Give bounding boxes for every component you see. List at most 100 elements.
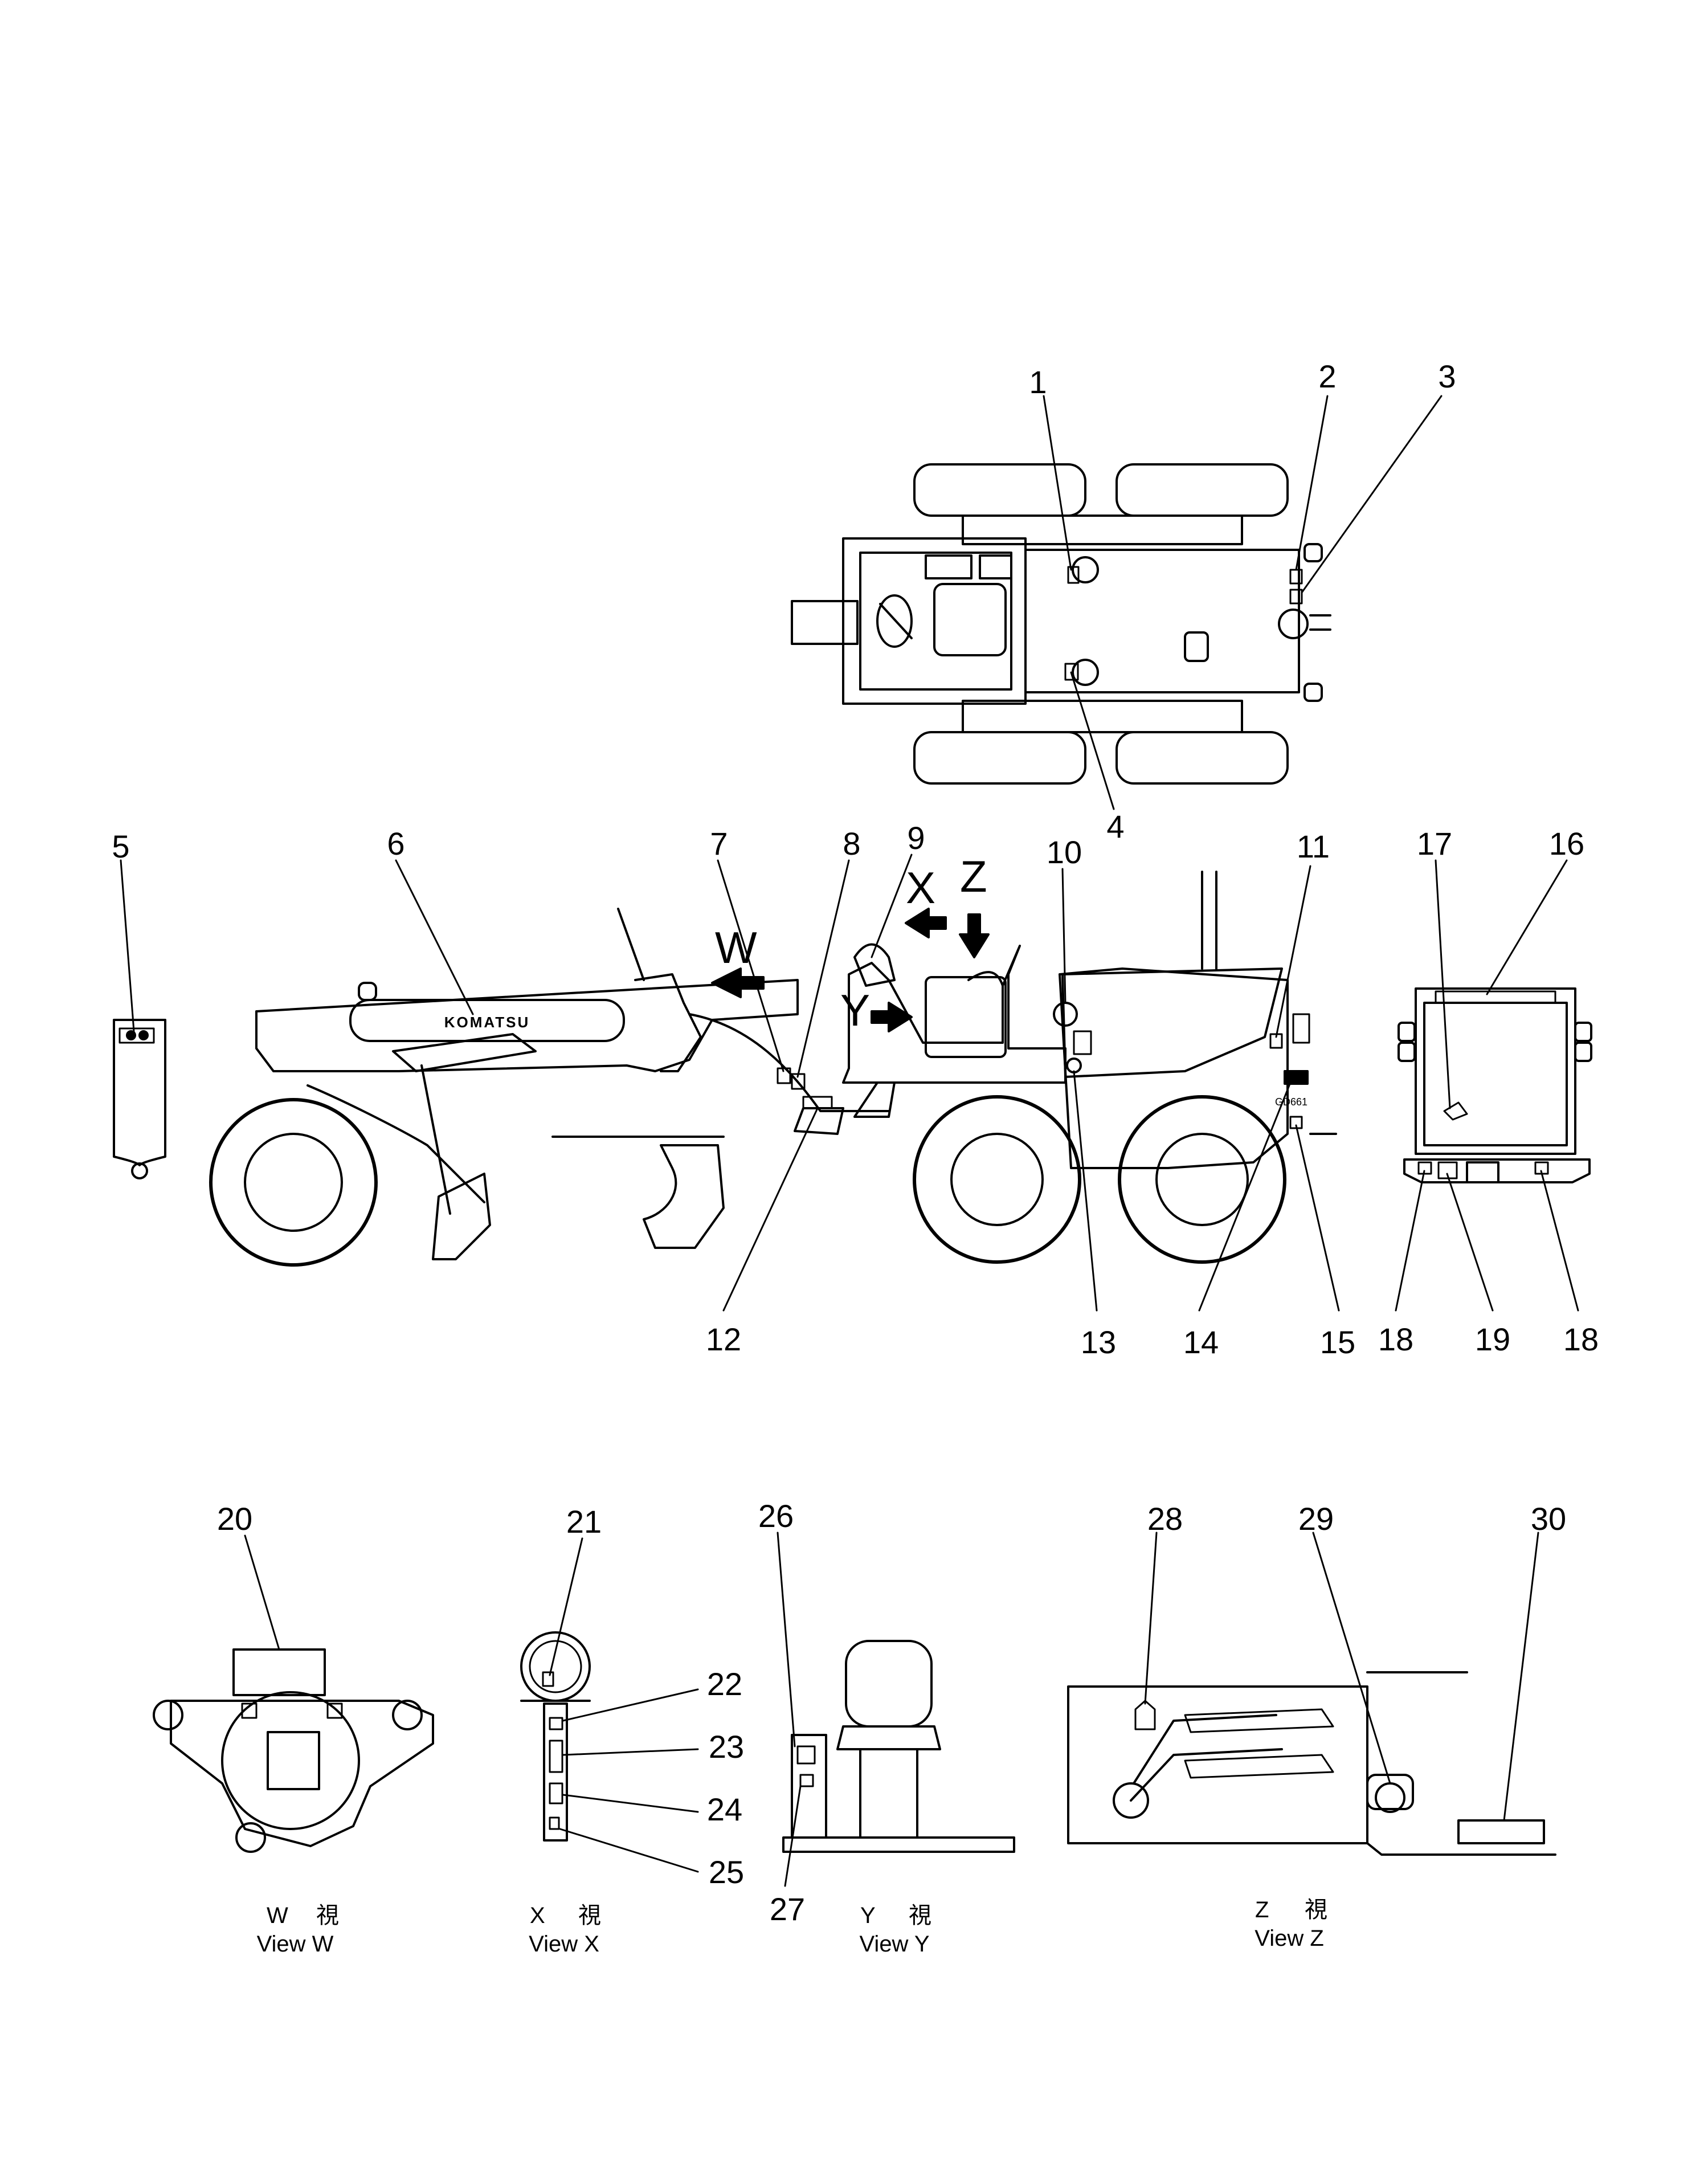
callout-25: 25 xyxy=(709,1854,744,1890)
lamp-top-1 xyxy=(1072,556,1099,583)
leader-15 xyxy=(1295,1124,1340,1312)
callout-6: 6 xyxy=(387,826,404,862)
tire-rear-right-top xyxy=(1115,731,1289,785)
view-x-caption: View X xyxy=(529,1932,599,1957)
tag-ring xyxy=(131,1162,148,1179)
leader-11 xyxy=(1275,865,1311,1038)
w-lug-bottom xyxy=(235,1822,266,1853)
front-axle-link xyxy=(307,1084,485,1203)
view-y-letter: Y xyxy=(860,1903,876,1928)
circle-drawbar xyxy=(392,1033,537,1072)
seat-top xyxy=(933,583,1007,656)
moldboard xyxy=(643,1144,725,1249)
w-lug-left xyxy=(153,1700,183,1730)
decal-7-side xyxy=(777,1067,791,1084)
leader-lines xyxy=(120,395,1579,1887)
view-z-drawing xyxy=(1067,1671,1556,1856)
brand-label: KOMATSU xyxy=(444,1014,530,1031)
rear-tire xyxy=(1118,1095,1286,1264)
rear-lamp-right-1 xyxy=(1574,1022,1592,1042)
view-y-caption: View Y xyxy=(859,1932,929,1957)
y-decal-26 xyxy=(796,1745,816,1765)
leader-14 xyxy=(1198,1081,1292,1312)
w-ring xyxy=(221,1691,360,1830)
callout-28: 28 xyxy=(1147,1501,1183,1537)
arrow-x xyxy=(905,908,947,938)
view-x-drawing xyxy=(520,1631,591,1842)
engine-hood xyxy=(1059,967,1289,1169)
y-floor xyxy=(782,1836,1015,1853)
callout-24: 24 xyxy=(707,1791,742,1827)
w-window xyxy=(267,1731,320,1790)
callout-8: 8 xyxy=(843,826,860,862)
leader-17 xyxy=(1435,859,1451,1109)
front-drawbar-top xyxy=(791,600,859,645)
callout-27: 27 xyxy=(770,1891,805,1927)
rear-lamp-left-2 xyxy=(1398,1042,1416,1062)
rear-lamp-right-2 xyxy=(1574,1042,1592,1062)
w-lug-right xyxy=(392,1700,423,1730)
callout-17: 17 xyxy=(1417,826,1452,862)
x-column xyxy=(543,1702,568,1842)
view-y-kanji: 視 xyxy=(909,1903,931,1928)
leader-24 xyxy=(562,1794,699,1813)
tag-dot-1 xyxy=(126,1030,136,1040)
part-5-tag xyxy=(113,1019,166,1179)
y-seat-back xyxy=(845,1640,933,1728)
w-housing xyxy=(170,1700,434,1847)
callout-5: 5 xyxy=(112,828,129,864)
arrow-label-x: X xyxy=(906,863,935,913)
arrow-w xyxy=(711,967,765,998)
leader-5 xyxy=(120,859,135,1032)
arrow-y xyxy=(871,1002,913,1032)
z-decal-29-circle xyxy=(1375,1782,1405,1813)
decal-1-top xyxy=(1067,566,1080,584)
z-knob xyxy=(1113,1782,1149,1819)
leader-9 xyxy=(871,854,913,958)
decal-19-rear xyxy=(1437,1161,1458,1179)
tag-decal xyxy=(119,1027,155,1044)
y-decal-27 xyxy=(799,1774,814,1787)
leader-10 xyxy=(1061,868,1067,1004)
decal-18-left xyxy=(1417,1161,1432,1175)
tag-dot-2 xyxy=(138,1030,149,1040)
callout-29: 29 xyxy=(1298,1501,1334,1537)
arrow-label-y: Y xyxy=(840,985,870,1035)
view-w-letter: W xyxy=(267,1903,288,1928)
model-plate: GD661 xyxy=(1275,1096,1307,1108)
mid-rim xyxy=(950,1133,1044,1226)
decal-10-side xyxy=(1053,1002,1078,1027)
battery-box xyxy=(794,1107,844,1135)
z-decal-28 xyxy=(1134,1700,1156,1730)
decal-13-side xyxy=(1066,1058,1082,1073)
leader-27 xyxy=(784,1785,802,1887)
tire-front-left-top xyxy=(913,463,1086,517)
w-decal-right xyxy=(326,1702,343,1719)
rear-lamp-top-1 xyxy=(1304,543,1323,562)
callout-2: 2 xyxy=(1318,358,1336,394)
cab-roof xyxy=(859,552,1012,691)
y-seat-cushion xyxy=(836,1725,941,1750)
leader-3 xyxy=(1301,395,1443,594)
callout-numbers: 1 2 3 4 5 6 7 8 9 10 11 12 13 14 15 16 1… xyxy=(112,358,1599,1927)
callout-19: 19 xyxy=(1475,1321,1510,1357)
z-slot-upper xyxy=(1184,1708,1334,1733)
tag-body xyxy=(113,1019,166,1166)
leader-25 xyxy=(559,1828,699,1873)
lift-cylinder xyxy=(634,973,702,1072)
callout-11: 11 xyxy=(1297,828,1330,864)
leader-6 xyxy=(395,859,474,1015)
decal-4-top xyxy=(1064,663,1079,681)
hidden-decal-box xyxy=(1073,1030,1092,1055)
leader-13 xyxy=(1073,1070,1098,1312)
callout-4: 4 xyxy=(1106,809,1124,844)
fender-left xyxy=(962,515,1243,545)
view-z-caption: View Z xyxy=(1255,1926,1324,1951)
z-decal-30 xyxy=(1457,1819,1545,1844)
view-x-letter: X xyxy=(530,1903,545,1928)
leader-16 xyxy=(1486,859,1568,995)
view-x-kanji: 視 xyxy=(578,1903,601,1928)
callout-7: 7 xyxy=(710,826,728,862)
